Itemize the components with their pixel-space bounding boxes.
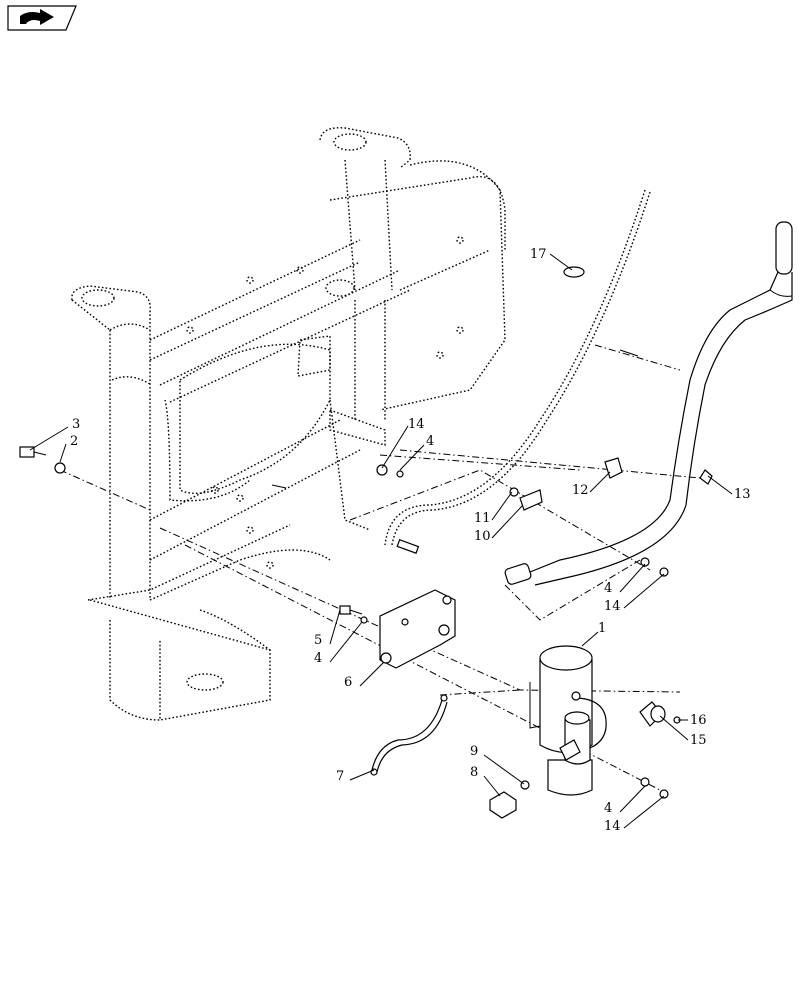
fuel-hose — [504, 221, 793, 586]
fitting-15 — [639, 701, 666, 727]
callout-3: 3 — [72, 417, 80, 432]
callout-17: 17 — [530, 247, 547, 262]
fitting-8 — [489, 780, 530, 819]
callout-5: 5 — [314, 633, 322, 648]
callout-2: 2 — [70, 434, 78, 449]
callout-9: 9 — [470, 744, 478, 759]
next-page-icon — [20, 9, 54, 25]
callout-11: 11 — [474, 511, 491, 526]
machine-frame — [71, 127, 506, 721]
callout-4-top: 4 — [426, 434, 434, 449]
callout-14-right: 14 — [604, 599, 621, 614]
hardware — [19, 266, 713, 799]
ground-strap-7 — [370, 694, 448, 776]
callouts: 1 2 3 4 4 4 4 5 6 7 8 9 10 11 12 13 14 — [29, 247, 751, 834]
callout-4-right: 4 — [604, 581, 612, 596]
callout-7: 7 — [336, 769, 344, 784]
next-page-button[interactable] — [7, 5, 77, 31]
callout-14-top: 14 — [408, 417, 425, 432]
callout-4-left: 4 — [314, 651, 322, 666]
callout-10: 10 — [474, 529, 491, 544]
wire-harness — [384, 189, 651, 554]
bracket-6 — [379, 589, 456, 669]
callout-14-bottom: 14 — [604, 819, 621, 834]
callout-1: 1 — [598, 621, 606, 636]
fuel-pump — [529, 645, 607, 796]
callout-13: 13 — [734, 487, 751, 502]
callout-8: 8 — [470, 765, 478, 780]
callout-4-bottom: 4 — [604, 801, 612, 816]
callout-6: 6 — [344, 675, 352, 690]
callout-15: 15 — [690, 733, 707, 748]
callout-16: 16 — [690, 713, 707, 728]
callout-12: 12 — [572, 483, 589, 498]
